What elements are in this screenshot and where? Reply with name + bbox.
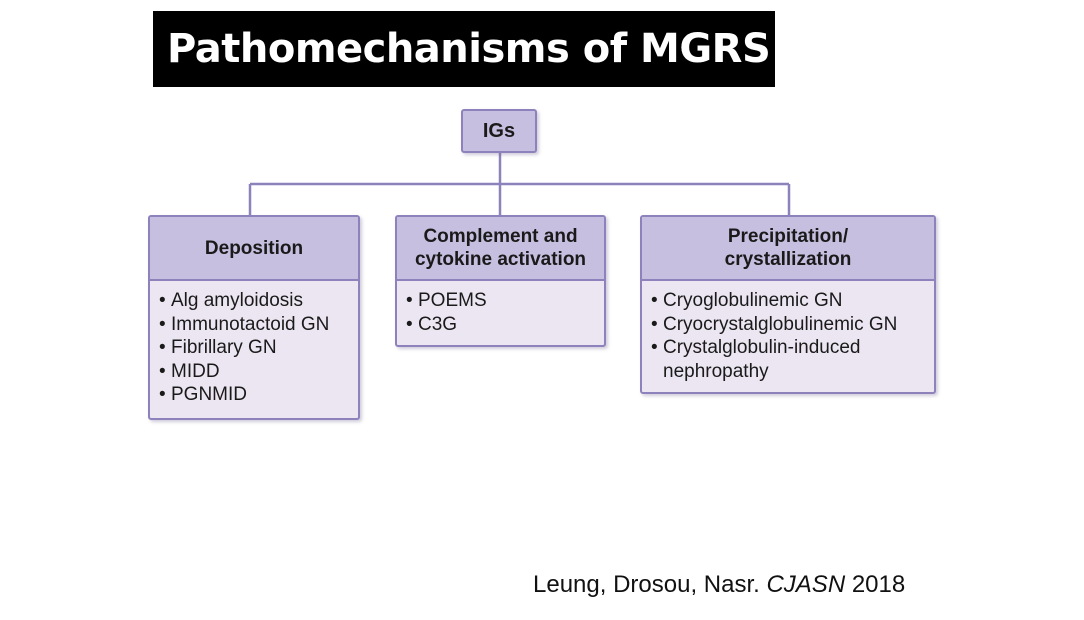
title-banner: Pathomechanisms of MGRS	[153, 11, 775, 87]
branch-box-precipitation: Precipitation/ crystallization •Cryoglob…	[640, 215, 936, 394]
branch-header-precipitation: Precipitation/ crystallization	[642, 217, 934, 281]
list-item: •Cryoglobulinemic GN	[651, 290, 843, 311]
branch-list-complement: •POEMS •C3G	[397, 281, 604, 336]
list-item: •Cryocrystalglobulinemic GN	[651, 313, 898, 335]
citation-authors: Leung, Drosou, Nasr.	[533, 571, 760, 598]
list-item: •Fibrillary GN	[159, 337, 277, 358]
branch-header-deposition: Deposition	[150, 217, 358, 281]
list-item: •Immunotactoid GN	[159, 313, 330, 335]
list-item: •MIDD	[159, 360, 220, 382]
list-item: •Crystalglobulin-induced nephropathy	[651, 337, 861, 382]
branch-header-complement: Complement and cytokine activation	[397, 217, 604, 281]
list-item: •Alg amyloidosis	[159, 290, 303, 311]
citation-year: 2018	[851, 571, 906, 598]
branch-box-complement: Complement and cytokine activation •POEM…	[395, 215, 606, 347]
slide-title: Pathomechanisms of MGRS	[167, 26, 771, 72]
list-item: •POEMS	[406, 290, 487, 311]
branch-list-deposition: •Alg amyloidosis •Immunotactoid GN •Fibr…	[150, 281, 358, 407]
branch-list-precipitation: •Cryoglobulinemic GN •Cryocrystalglobuli…	[642, 281, 934, 383]
citation: Leung, Drosou, Nasr. CJASN 2018	[533, 571, 905, 599]
list-item: •C3G	[406, 313, 458, 335]
branch-box-deposition: Deposition •Alg amyloidosis •Immunotacto…	[148, 215, 360, 420]
root-node-igs: IGs	[461, 109, 537, 153]
citation-journal: CJASN	[766, 571, 846, 598]
list-item: •PGNMID	[159, 384, 247, 405]
